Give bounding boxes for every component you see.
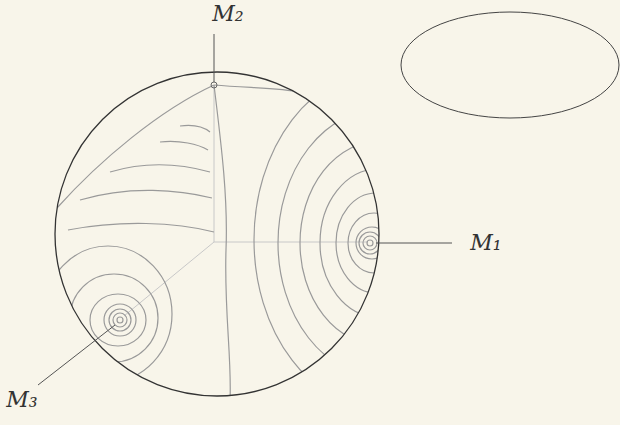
leader-lines xyxy=(38,34,452,385)
sphere-outline xyxy=(55,72,379,396)
contour-lines xyxy=(44,70,514,410)
ellipse-outline xyxy=(401,12,619,118)
label: M₂ xyxy=(212,3,243,25)
axes xyxy=(124,86,368,316)
label: M₁ xyxy=(470,232,501,254)
label: M₃ xyxy=(6,389,37,411)
pole-mark xyxy=(211,82,217,88)
